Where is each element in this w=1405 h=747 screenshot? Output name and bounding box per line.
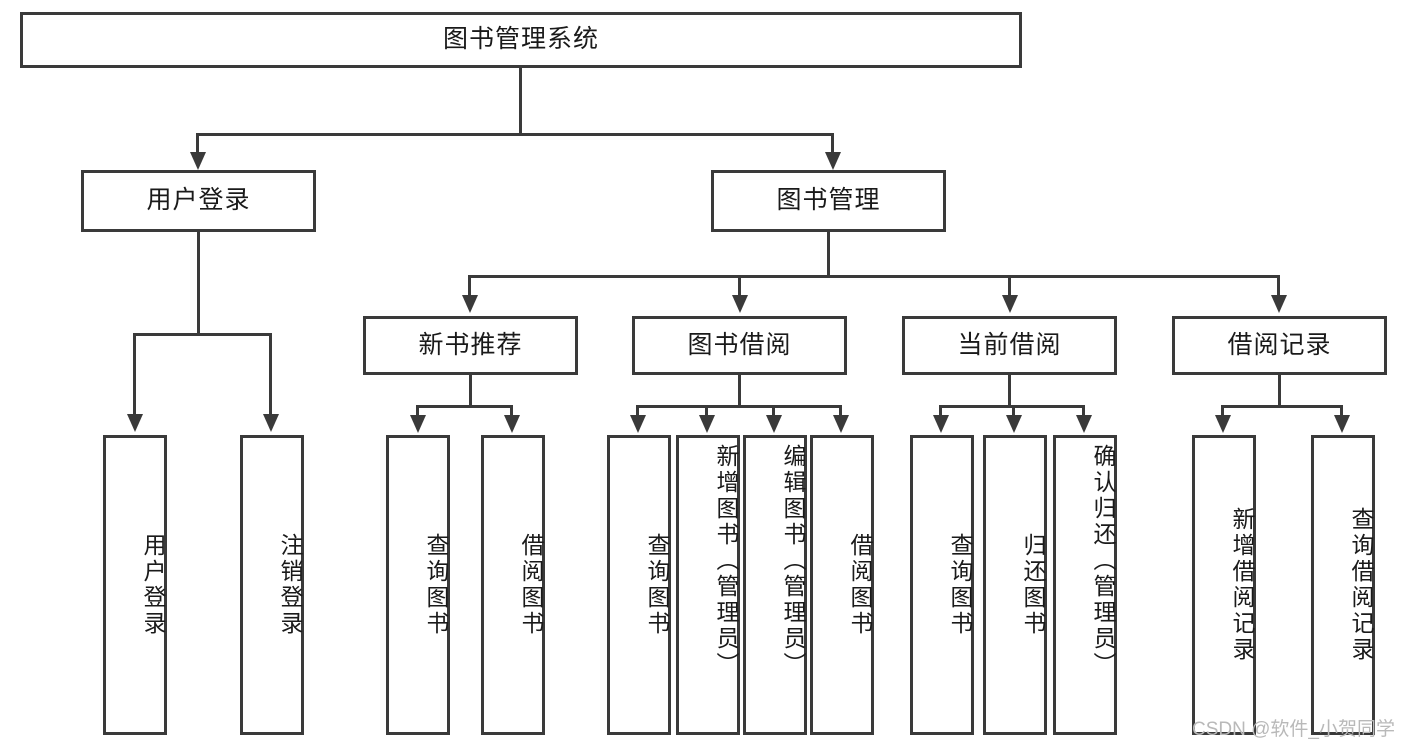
node-leaf-add-book-admin[interactable]: 新增图书（管理员） — [676, 435, 740, 735]
node-borrow-record[interactable]: 借阅记录 — [1172, 316, 1387, 375]
node-label: 查询借阅记录 — [1348, 507, 1374, 663]
node-label: 图书管理系统 — [442, 25, 599, 54]
arrow-to-leaf-confirm-return-admin — [1076, 415, 1092, 433]
watermark: CSDN @软件_小贺同学 — [1192, 719, 1395, 740]
node-book-management[interactable]: 图书管理 — [711, 170, 946, 232]
node-leaf-query-book-new-recommend[interactable]: 查询图书 — [386, 435, 450, 735]
node-leaf-query-book-borrow[interactable]: 查询图书 — [607, 435, 671, 735]
connector-bm-branch-br — [1277, 275, 1280, 297]
arrow-to-leaf-query-book-cb — [933, 415, 949, 433]
connector-user-login-branch-2 — [269, 333, 272, 416]
connector-root-stem — [519, 68, 522, 134]
connector-cb-branch-2 — [1012, 405, 1015, 417]
arrow-to-leaf-query-book-bb — [630, 415, 646, 433]
node-label: 借阅图书 — [518, 533, 544, 637]
connector-bb-branch-3 — [772, 405, 775, 417]
node-label: 查询图书 — [644, 533, 670, 637]
arrow-to-leaf-logout — [263, 414, 279, 432]
connector-br-stem — [1278, 375, 1281, 406]
connector-user-login-branch-1 — [133, 333, 136, 416]
connector-bb-branch-1 — [636, 405, 639, 417]
arrow-to-leaf-edit-book-admin — [766, 415, 782, 433]
node-current-borrow[interactable]: 当前借阅 — [902, 316, 1117, 375]
connector-bm-branch-cb — [1008, 275, 1011, 297]
node-leaf-query-book-current[interactable]: 查询图书 — [910, 435, 974, 735]
connector-book-management-stem — [827, 232, 830, 276]
connector-nbr-stem — [469, 375, 472, 406]
connector-root-to-user-login — [196, 133, 199, 157]
connector-br-branch-1 — [1221, 405, 1224, 417]
node-label: 查询图书 — [947, 533, 973, 637]
node-leaf-query-borrow-record[interactable]: 查询借阅记录 — [1311, 435, 1375, 735]
connector-bm-branch-bb — [738, 275, 741, 297]
arrow-to-current-borrow — [1002, 295, 1018, 313]
connector-root-to-book-management — [831, 133, 834, 157]
arrow-to-leaf-borrow-book-bb — [833, 415, 849, 433]
arrow-to-leaf-user-login — [127, 414, 143, 432]
connector-br-branch-2 — [1340, 405, 1343, 417]
node-root-图书管理系统[interactable]: 图书管理系统 — [20, 12, 1022, 68]
arrow-to-leaf-add-book-admin — [699, 415, 715, 433]
connector-bm-branch-nbr — [468, 275, 471, 297]
node-leaf-logout[interactable]: 注销登录 — [240, 435, 304, 735]
node-label: 新书推荐 — [418, 330, 523, 359]
connector-nbr-bus — [416, 405, 513, 408]
node-book-borrow[interactable]: 图书借阅 — [632, 316, 847, 375]
arrow-to-leaf-borrow-book-nbr — [504, 415, 520, 433]
node-leaf-borrow-book-new-recommend[interactable]: 借阅图书 — [481, 435, 545, 735]
node-leaf-edit-book-admin[interactable]: 编辑图书（管理员） — [743, 435, 807, 735]
node-label: 当前借阅 — [957, 330, 1062, 359]
node-label: 新增图书（管理员） — [713, 444, 739, 678]
arrow-root-to-user-login — [190, 152, 206, 170]
connector-cb-bus — [939, 405, 1083, 408]
connector-bb-branch-4 — [839, 405, 842, 417]
node-new-book-recommend[interactable]: 新书推荐 — [363, 316, 578, 375]
node-label: 编辑图书（管理员） — [780, 444, 806, 678]
node-leaf-return-book[interactable]: 归还图书 — [983, 435, 1047, 735]
connector-cb-branch-1 — [939, 405, 942, 417]
node-leaf-user-login[interactable]: 用户登录 — [103, 435, 167, 735]
arrow-to-new-book-recommend — [462, 295, 478, 313]
connector-cb-stem — [1008, 375, 1011, 406]
node-label: 用户登录 — [146, 186, 251, 215]
connector-root-bus — [196, 133, 834, 136]
connector-user-login-stem — [197, 232, 200, 334]
connector-nbr-branch-2 — [510, 405, 513, 417]
node-label: 图书借阅 — [687, 330, 792, 359]
connector-bb-bus — [636, 405, 842, 408]
connector-book-management-bus — [468, 275, 1280, 278]
connector-cb-branch-3 — [1082, 405, 1085, 417]
connector-bb-branch-2 — [705, 405, 708, 417]
node-label: 注销登录 — [277, 533, 303, 637]
connector-nbr-branch-1 — [416, 405, 419, 417]
arrow-to-leaf-return-book — [1006, 415, 1022, 433]
node-label: 用户登录 — [140, 533, 166, 637]
node-label: 查询图书 — [423, 533, 449, 637]
connector-bb-stem — [738, 375, 741, 406]
arrow-to-leaf-query-borrow-record — [1334, 415, 1350, 433]
node-label: 借阅图书 — [847, 533, 873, 637]
node-label: 借阅记录 — [1227, 330, 1332, 359]
node-label: 图书管理 — [776, 186, 881, 215]
arrow-to-book-borrow — [732, 295, 748, 313]
node-leaf-borrow-book-borrow[interactable]: 借阅图书 — [810, 435, 874, 735]
arrow-root-to-book-management — [825, 152, 841, 170]
node-label: 归还图书 — [1020, 533, 1046, 637]
connector-user-login-bus — [133, 333, 272, 336]
node-user-login[interactable]: 用户登录 — [81, 170, 316, 232]
node-leaf-confirm-return-admin[interactable]: 确认归还（管理员） — [1053, 435, 1117, 735]
node-label: 确认归还（管理员） — [1090, 444, 1116, 678]
arrow-to-leaf-add-borrow-record — [1215, 415, 1231, 433]
node-label: 新增借阅记录 — [1229, 507, 1255, 663]
node-leaf-add-borrow-record[interactable]: 新增借阅记录 — [1192, 435, 1256, 735]
arrow-to-leaf-query-book-nbr — [410, 415, 426, 433]
arrow-to-borrow-record — [1271, 295, 1287, 313]
connector-br-bus — [1221, 405, 1343, 408]
